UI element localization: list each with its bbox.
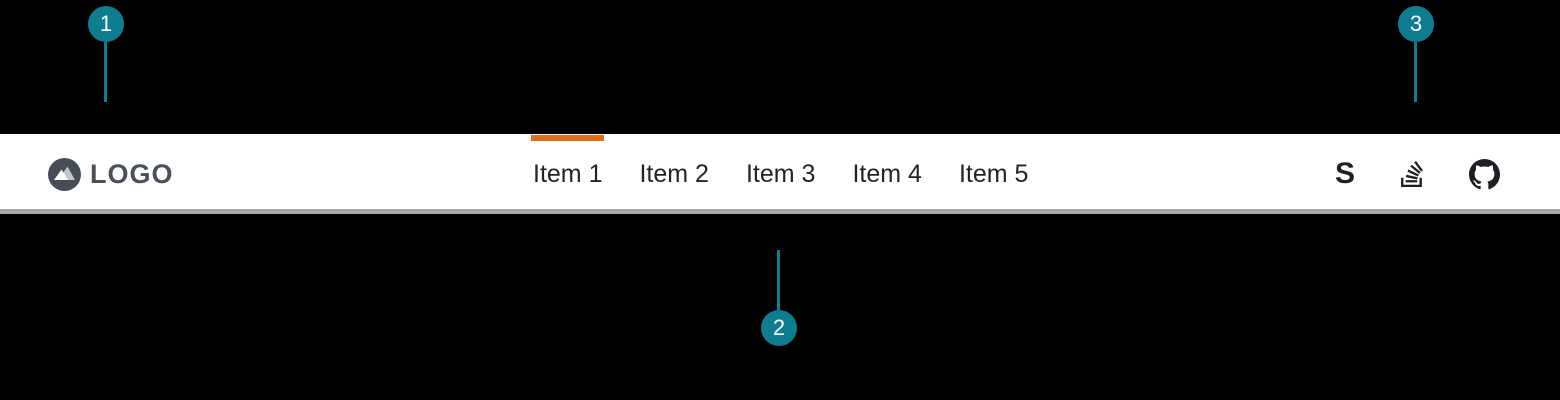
nav-item-label: Item 5 [958, 159, 1029, 188]
github-icon[interactable] [1469, 158, 1500, 190]
social-icons: S [1335, 134, 1500, 214]
annotation-badge-2: 2 [761, 310, 797, 346]
navbar: LOGO Item 1 Item 2 Item 3 Item 4 Item 5 [0, 134, 1560, 214]
annotation-arrow-2 [777, 249, 780, 310]
stackoverflow-icon[interactable] [1399, 161, 1425, 187]
logo[interactable]: LOGO [48, 134, 174, 214]
nav-item-5[interactable]: Item 5 [959, 134, 1028, 214]
logo-text: LOGO [90, 158, 174, 189]
nav-item-label: Item 4 [852, 159, 922, 188]
nav-item-2[interactable]: Item 2 [639, 134, 708, 214]
annotation-arrow-3 [1414, 42, 1417, 104]
nav-item-3[interactable]: Item 3 [746, 134, 815, 214]
annotation-arrowhead-2 [771, 238, 787, 250]
annotation-region-logo [2, 114, 214, 134]
annotation-arrow-1 [104, 42, 107, 104]
annotation-region-menu [513, 215, 1046, 236]
active-tab-indicator [531, 135, 605, 141]
annotation-region-icons [1311, 114, 1524, 134]
nav-item-1[interactable]: Item 1 [531, 134, 605, 214]
annotation-arrowhead-1 [98, 102, 114, 114]
annotation-arrowhead-3 [1408, 102, 1424, 114]
nav-item-label: Item 2 [639, 159, 709, 188]
annotation-badge-3: 3 [1398, 6, 1434, 42]
annotation-badge-1: 1 [88, 6, 124, 42]
mountain-logo-icon [48, 157, 81, 191]
nav-item-4[interactable]: Item 4 [852, 134, 921, 214]
nav-item-label: Item 3 [745, 159, 816, 188]
nav-menu: Item 1 Item 2 Item 3 Item 4 Item 5 [531, 134, 1028, 214]
nav-item-label: Item 1 [533, 159, 603, 188]
stack-exchange-s-icon[interactable]: S [1334, 157, 1355, 190]
